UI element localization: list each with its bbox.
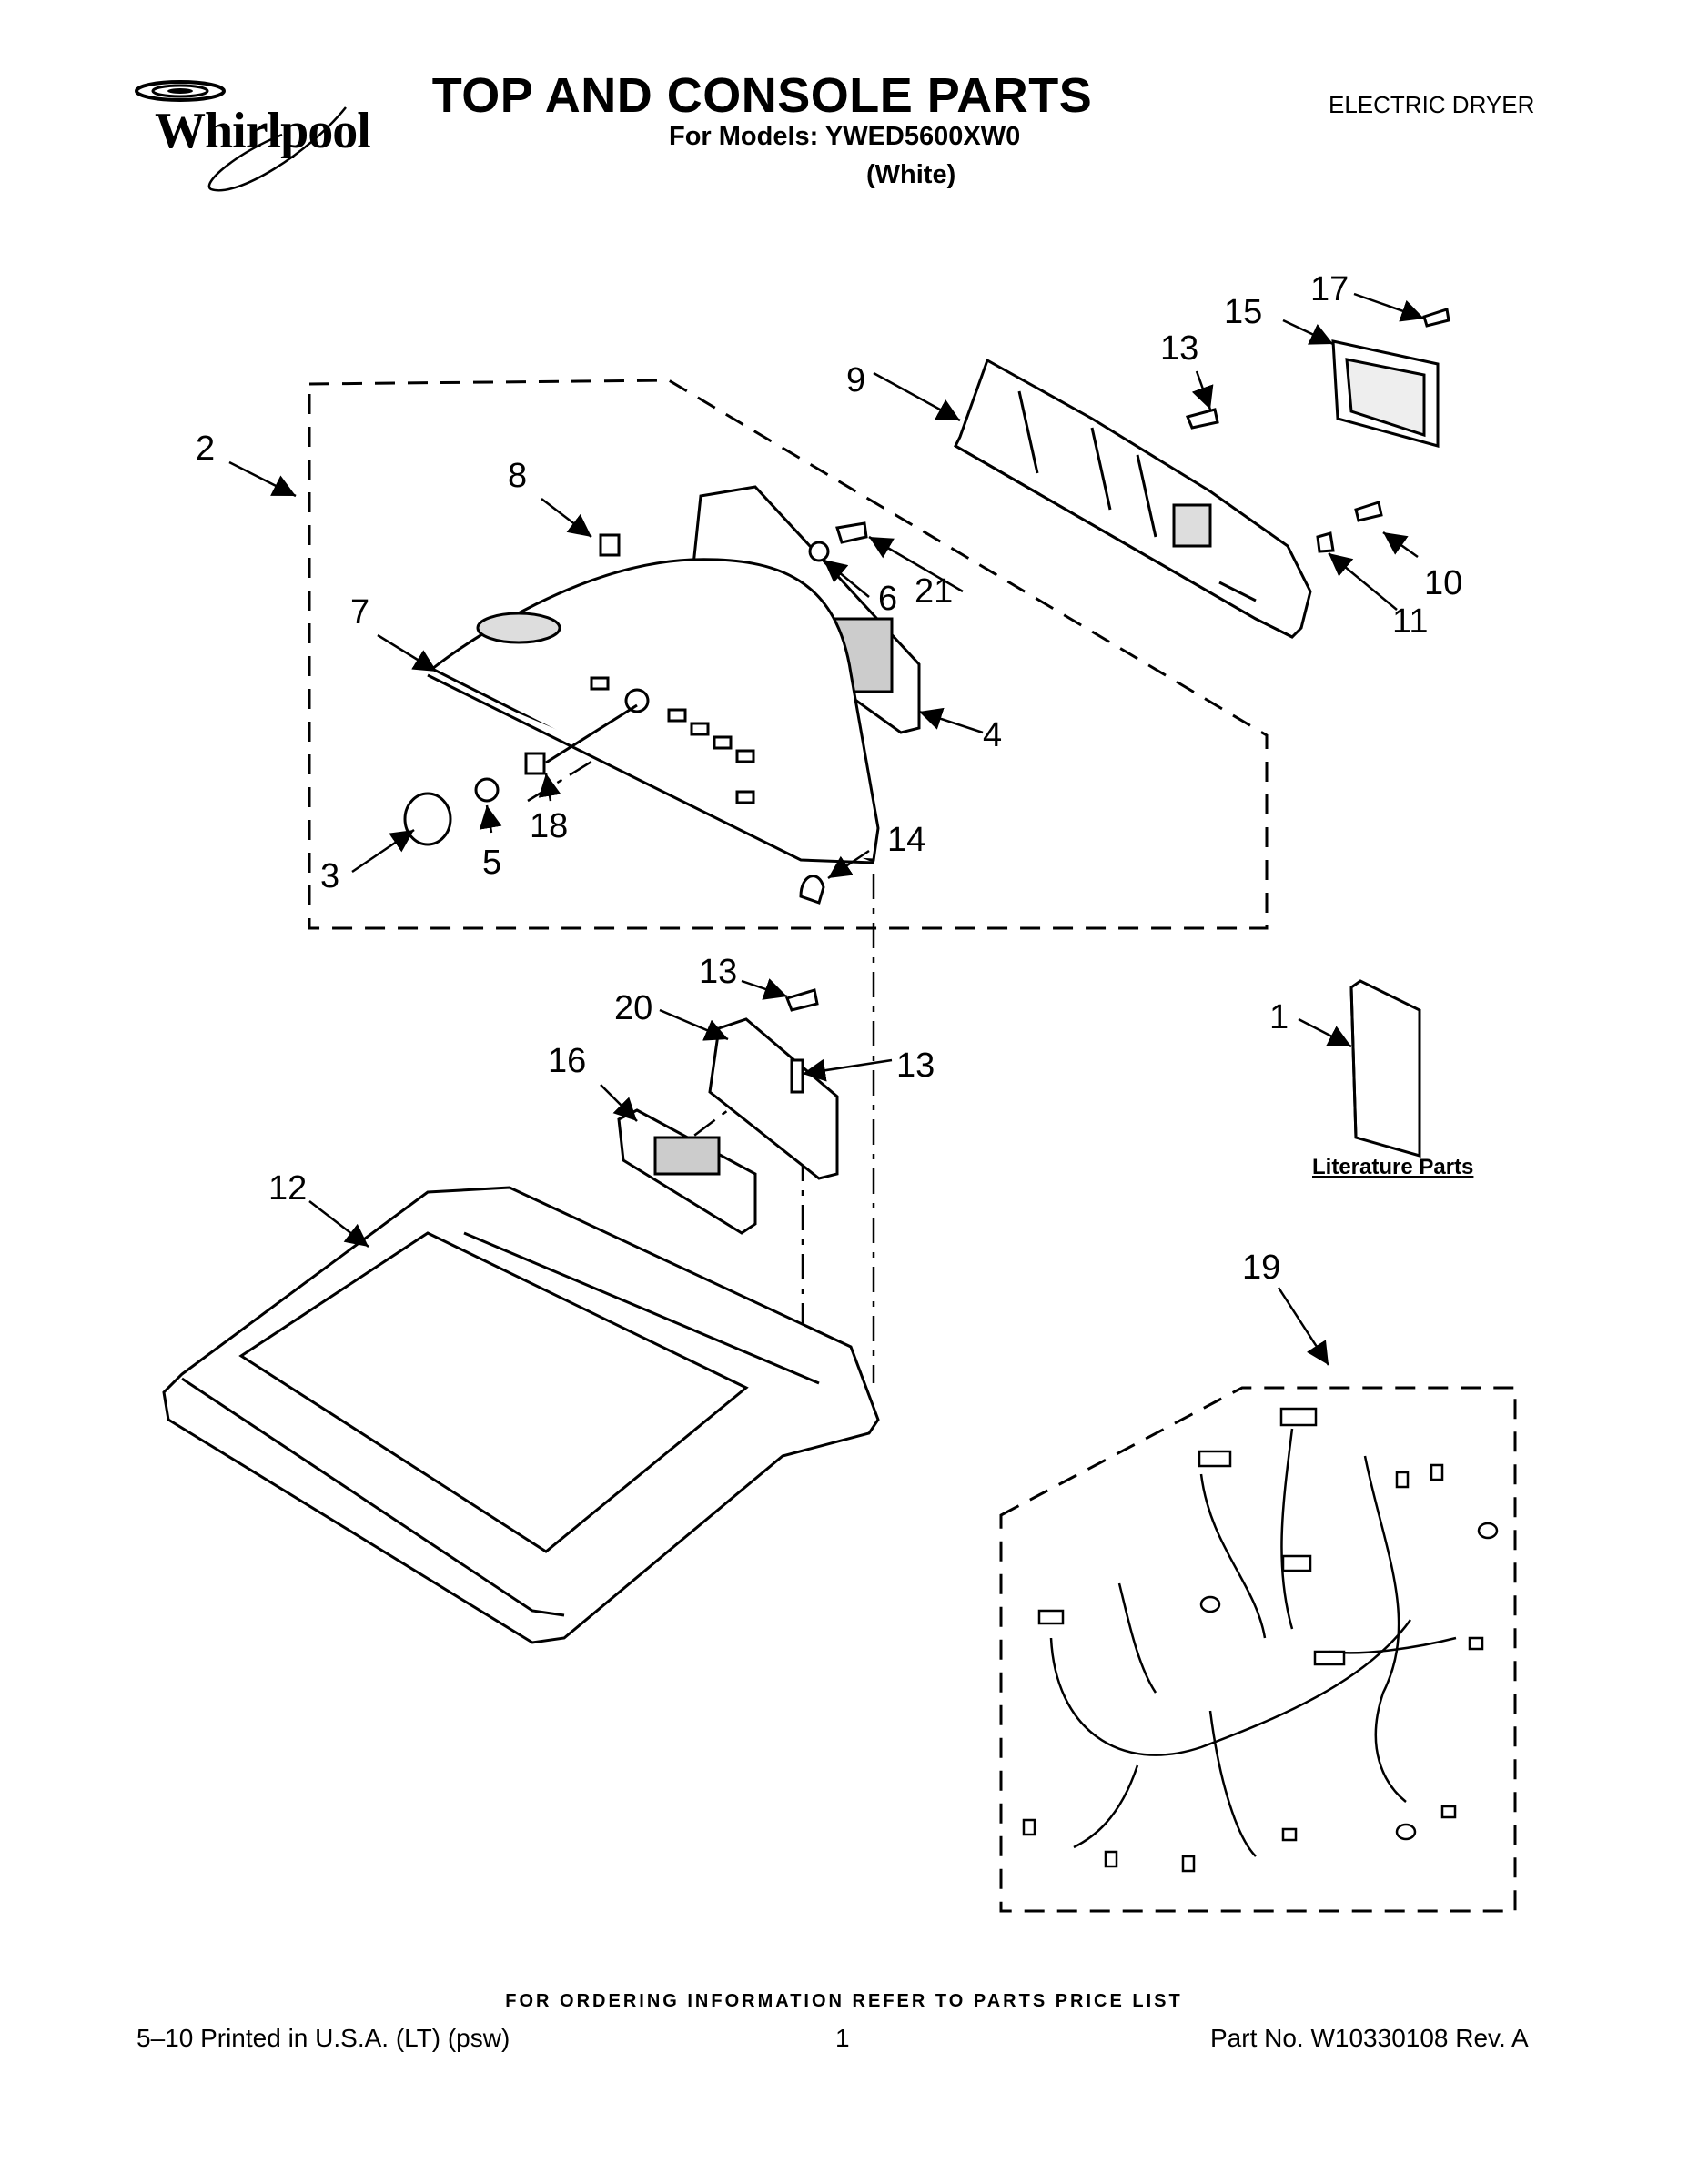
callout-1: 1 [1269,998,1289,1036]
part-number: Part No. W10330108 Rev. A [1210,2024,1529,2052]
whirlpool-logo [127,71,400,207]
callout-6: 6 [878,580,897,618]
callout-18: 18 [530,807,568,845]
callout-3: 3 [320,857,339,895]
logo-swoosh-icon [135,80,347,192]
page-number: 1 [835,2024,850,2052]
callout-21: 21 [915,572,953,611]
harness-connectors [1022,1407,1499,1873]
callout-16: 16 [548,1042,586,1080]
leader-arrows [228,292,1425,1366]
electronic-module [617,1108,757,1235]
callout-9: 9 [846,361,865,399]
callout-20: 20 [614,989,652,1027]
small-fasteners [599,308,1450,905]
callout-numbers: 1 2 3 4 5 6 7 8 9 10 11 12 13 13 13 14 1… [196,270,1473,1287]
console-back-panel [954,358,1312,639]
callout-13c: 13 [896,1046,935,1085]
console-panel [427,558,880,864]
callout-7: 7 [350,593,369,632]
callout-4: 4 [983,716,1002,754]
bracket-part [1331,339,1440,448]
color-line: (White) [866,160,956,189]
literature-parts-label: Literature Parts [1312,1155,1473,1179]
callout-12: 12 [268,1169,307,1208]
mounting-plate [708,1017,839,1180]
callout-13a: 13 [1160,329,1198,368]
callout-10: 10 [1424,564,1462,602]
product-type: ELECTRIC DRYER [1329,91,1535,118]
wire-harness [1049,1428,1457,1857]
callout-15: 15 [1224,293,1262,331]
models-line: For Models: YWED5600XW0 [669,122,1021,151]
page-title: TOP AND CONSOLE PARTS [431,68,1093,123]
brand-logo-text: Whirlpool [155,103,371,159]
ordering-note: FOR ORDERING INFORMATION REFER TO PARTS … [505,1991,1183,2011]
literature-parts-book [1349,979,1421,1158]
wire-harness-boundary [999,1386,1517,1913]
print-info: 5–10 Printed in U.S.A. (LT) (psw) [136,2024,510,2052]
callout-13b: 13 [699,953,737,991]
callout-2: 2 [196,430,215,468]
callout-17: 17 [1310,270,1349,308]
knob-parts [403,703,638,846]
callout-5: 5 [482,844,501,882]
callout-8: 8 [508,457,527,495]
dryer-top-panel [162,1186,880,1644]
callout-14: 14 [887,821,925,859]
mounting-screws [785,988,819,1094]
callout-11: 11 [1392,602,1428,641]
console-group-boundary [308,379,1269,930]
callout-19: 19 [1242,1249,1280,1287]
